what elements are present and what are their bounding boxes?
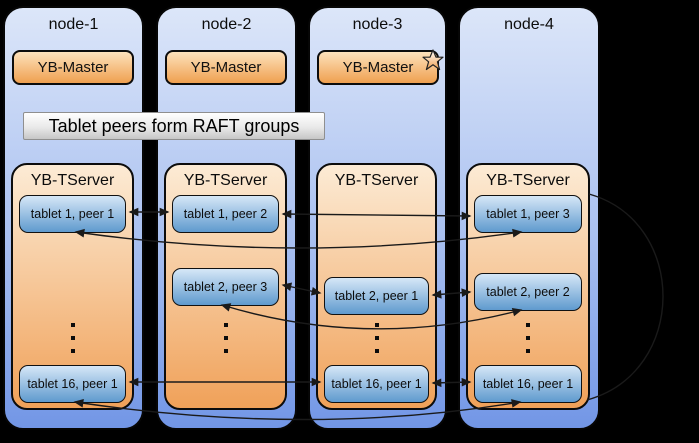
yb-master-label: YB-Master — [190, 59, 262, 76]
yb-tserver-label: YB-TServer — [30, 172, 115, 189]
tablet-box: tablet 2, peer 2 — [474, 273, 582, 311]
yb-tserver-label: YB-TServer — [486, 172, 570, 189]
tablet-box: tablet 1, peer 3 — [474, 195, 582, 233]
node-2-yb-tserver: YB-TServer tablet 1, peer 2 tablet 2, pe… — [164, 163, 287, 410]
node-3-yb-tserver: YB-TServer tablet 2, peer 1 tablet 16, p… — [316, 163, 437, 410]
tablet-box: tablet 2, peer 3 — [172, 268, 279, 306]
node-2: node-2 YB-Master YB-TServer tablet 1, pe… — [156, 6, 297, 430]
node-3: node-3 YB-Master YB-TServer tablet 2, pe… — [308, 6, 447, 430]
node-3-yb-master: YB-Master — [317, 49, 444, 85]
node-1: node-1 YB-Master YB-TServer tablet 1, pe… — [3, 6, 144, 430]
node-title: node-2 — [201, 16, 252, 33]
ellipsis-dots — [374, 323, 379, 362]
node-title: node-4 — [504, 16, 554, 33]
tablet-box: tablet 16, peer 1 — [324, 365, 429, 403]
yb-tserver-label: YB-TServer — [183, 172, 268, 189]
ellipsis-dots — [223, 323, 228, 362]
node-1-yb-master: YB-Master — [12, 50, 134, 85]
tablet-box: tablet 1, peer 2 — [172, 195, 279, 233]
node-2-yb-master: YB-Master — [165, 50, 287, 85]
ellipsis-dots — [526, 323, 530, 362]
yb-master-label: YB-Master — [37, 59, 109, 76]
node-title: node-3 — [352, 16, 403, 33]
node-4: node-4 YB-TServer tablet 1, peer 3 table… — [458, 6, 600, 430]
tablet-box: tablet 2, peer 1 — [324, 277, 429, 315]
star-icon — [422, 49, 444, 71]
ellipsis-dots — [70, 323, 75, 362]
tablet-box: tablet 1, peer 1 — [19, 195, 126, 233]
raft-banner: Tablet peers form RAFT groups — [23, 112, 325, 140]
yb-tserver-label: YB-TServer — [334, 172, 419, 189]
tablet-box: tablet 16, peer 1 — [19, 365, 126, 403]
yb-master-label: YB-Master — [342, 59, 414, 76]
node-title: node-1 — [48, 16, 99, 33]
node-1-yb-tserver: YB-TServer tablet 1, peer 1 tablet 16, p… — [11, 163, 134, 410]
tablet-box: tablet 16, peer 1 — [474, 365, 582, 403]
node-4-yb-tserver: YB-TServer tablet 1, peer 3 tablet 2, pe… — [466, 163, 590, 410]
